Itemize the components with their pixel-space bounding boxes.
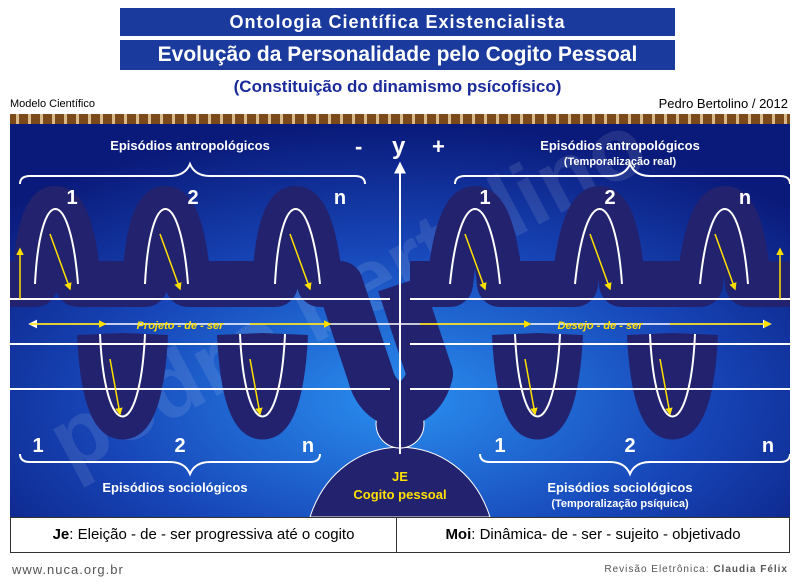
moi-definition: Moi: Dinâmica- de - ser - sujeito - obje… [397,518,789,552]
footer-revision: Revisão Eletrônica: Claudia Félix [604,564,788,575]
top-left-num-1: 1 [66,187,77,209]
center-cogito-label: Cogito pessoal [353,487,446,502]
top-left-num-2: 2 [187,187,198,209]
brace-bottom-left [19,453,321,477]
bottom-left-num-n: n [302,435,314,457]
right-flow-label: Desejo - de - ser [558,320,644,332]
moi-text: : Dinâmica- de - ser - sujeito - objetiv… [471,526,741,543]
brace-top-left [19,161,366,185]
brace-bottom-right [479,453,790,477]
lobe-arrows [16,233,784,416]
bottom-right-num-1: 1 [494,435,505,457]
je-definition: Je: Eleição - de - ser progressiva até o… [11,518,397,552]
top-left-num-n: n [334,187,346,209]
top-right-num-2: 2 [604,187,615,209]
right-bottom-sublabel: (Temporalização psíquica) [551,498,689,510]
brace-top-right [454,161,790,185]
top-right-num-1: 1 [479,187,490,209]
bottom-left-num-1: 1 [32,435,43,457]
revision-prefix: Revisão Eletrônica: [604,564,714,575]
personality-diagram: pedro bertolino [10,124,790,517]
je-term: Je [52,526,70,543]
left-top-label: Episódios antropológicos [110,138,270,153]
subtitle-bar: Evolução da Personalidade pelo Cogito Pe… [120,40,675,70]
bottom-right-num-2: 2 [624,435,635,457]
center-je-label: JE [392,469,408,484]
right-top-label: Episódios antropológicos [540,138,700,153]
bottom-right-num-n: n [762,435,774,457]
right-bottom-label: Episódios sociológicos [547,480,692,495]
left-wave [10,186,453,440]
bottom-definitions: Je: Eleição - de - ser progressiva até o… [10,517,790,553]
left-flow-label: Projeto - de - ser [137,320,225,332]
subtitle-parenthetical: (Constituição do dinamismo psícofísico) [233,77,562,96]
revision-name: Claudia Félix [713,564,788,575]
top-right-num-n: n [739,187,751,209]
bottom-left-num-2: 2 [174,435,185,457]
decorative-stripe [10,114,790,124]
right-top-sublabel: (Temporalização real) [564,156,677,168]
axis-y-label: y [392,133,406,160]
footer-url[interactable]: www.nuca.org.br [12,562,124,577]
axis-minus-label: - [355,134,362,159]
author-label: Pedro Bertolino / 2012 [658,96,788,111]
je-text: : Eleição - de - ser progressiva até o c… [69,526,355,543]
moi-term: Moi [445,526,472,543]
model-label: Modelo Científico [10,98,95,110]
left-bottom-label: Episódios sociológicos [102,480,247,495]
title-bar: Ontologia Científica Existencialista [120,8,675,36]
right-wave [410,187,790,440]
axis-plus-label: + [432,134,445,159]
